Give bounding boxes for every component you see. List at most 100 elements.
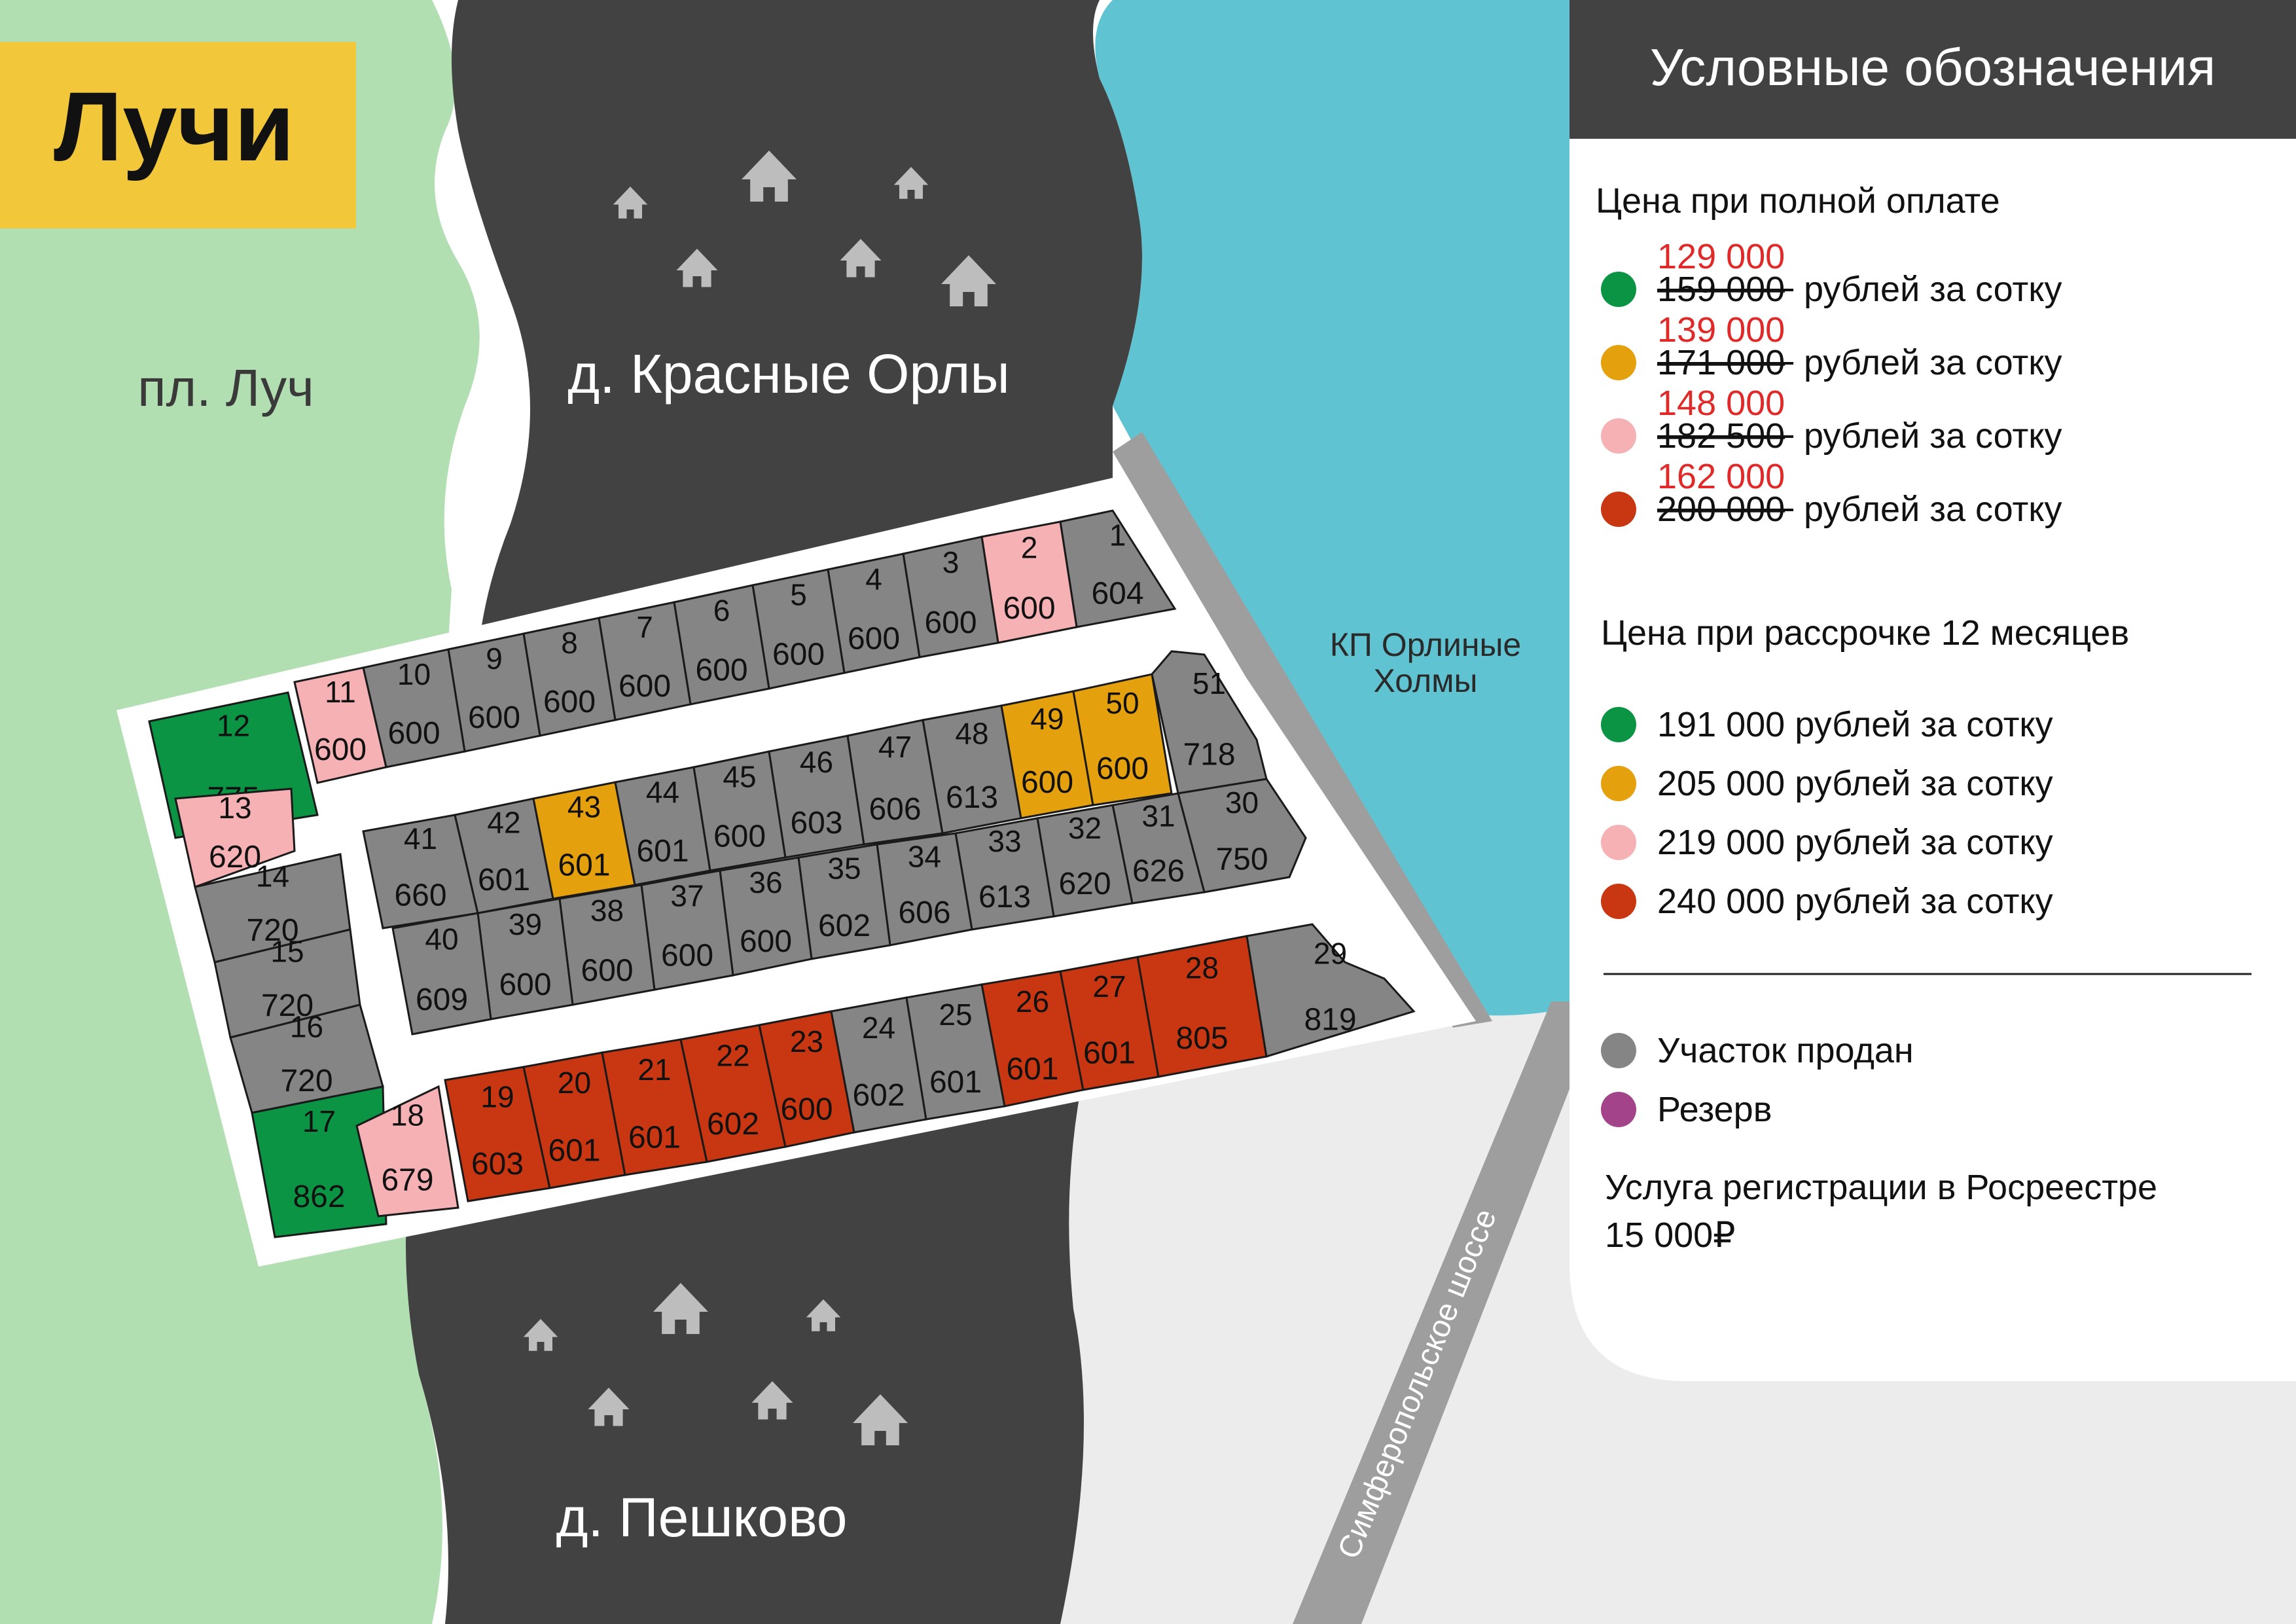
lot-area: 600 (772, 638, 825, 672)
lot-area: 750 (1215, 842, 1268, 876)
lot-number: 43 (567, 789, 601, 823)
lot-area: 613 (946, 780, 998, 815)
lot-11[interactable]: 11 600 (293, 666, 387, 784)
lot-area: 600 (661, 939, 713, 973)
color-swatch (1601, 1033, 1636, 1068)
lot-number: 46 (800, 745, 833, 779)
installment-row: 205 000 рублей за сотку (1601, 764, 2053, 803)
lot-22[interactable]: 22 602 (679, 1024, 787, 1163)
lot-area: 606 (898, 895, 950, 930)
highway-road (1293, 1001, 1604, 1624)
price-suffix: рублей за сотку (1804, 343, 2062, 382)
lot-area: 600 (848, 622, 900, 657)
lot-number: 23 (790, 1024, 823, 1058)
village-south-label: д. Пешково (556, 1487, 848, 1548)
status-row: Участок продан (1601, 1031, 1914, 1070)
lot-shape (1151, 650, 1268, 795)
lot-area: 620 (209, 840, 261, 875)
lot-number: 19 (480, 1080, 514, 1114)
lot-number: 47 (878, 730, 912, 764)
lot-number: 15 (270, 935, 304, 969)
settlement-label-line1: КП Орлиные (1330, 626, 1521, 663)
lot-area: 602 (707, 1107, 759, 1142)
legend-panel (1570, 0, 2296, 1381)
lot-43[interactable]: 43 601 (532, 781, 636, 900)
house-icon (676, 249, 718, 287)
lot-37[interactable]: 37 600 (640, 869, 734, 991)
lot-area: 600 (499, 967, 551, 1002)
lot-number: 11 (325, 675, 356, 709)
installment-label: 240 000 рублей за сотку (1657, 882, 2053, 921)
house-icon (523, 1319, 558, 1351)
lot-number: 22 (716, 1039, 749, 1073)
price-suffix: рублей за сотку (1804, 490, 2062, 529)
house-icon (588, 1388, 630, 1426)
house-icon (653, 1283, 708, 1334)
lot-number: 49 (1030, 702, 1064, 736)
color-swatch (1601, 825, 1636, 860)
installment-row: 191 000 рублей за сотку (1601, 705, 2053, 744)
registration-line1: Услуга регистрации в Росреестре (1605, 1168, 2157, 1207)
lot-area: 601 (1006, 1052, 1058, 1087)
page-title: Лучи (54, 71, 295, 181)
installment-row: 240 000 рублей за сотку (1601, 882, 2053, 921)
lot-area: 601 (558, 848, 610, 882)
lot-33[interactable]: 33 613 (954, 817, 1055, 931)
installment-title: Цена при рассрочке 12 месяцев (1601, 613, 2129, 653)
lot-area: 602 (852, 1078, 905, 1113)
lot-area: 600 (740, 924, 792, 959)
lot-number: 32 (1068, 811, 1102, 845)
lot-area: 613 (978, 880, 1031, 914)
house-icon (613, 187, 648, 219)
lot-number: 37 (670, 879, 704, 913)
lot-number: 16 (290, 1010, 323, 1044)
house-icon (742, 151, 797, 202)
lot-number: 38 (590, 893, 624, 928)
lot-number: 5 (790, 578, 807, 612)
lot-number: 33 (988, 824, 1021, 858)
lot-shape (174, 787, 296, 888)
lot-number: 10 (397, 657, 431, 691)
lot-area: 600 (314, 732, 367, 767)
